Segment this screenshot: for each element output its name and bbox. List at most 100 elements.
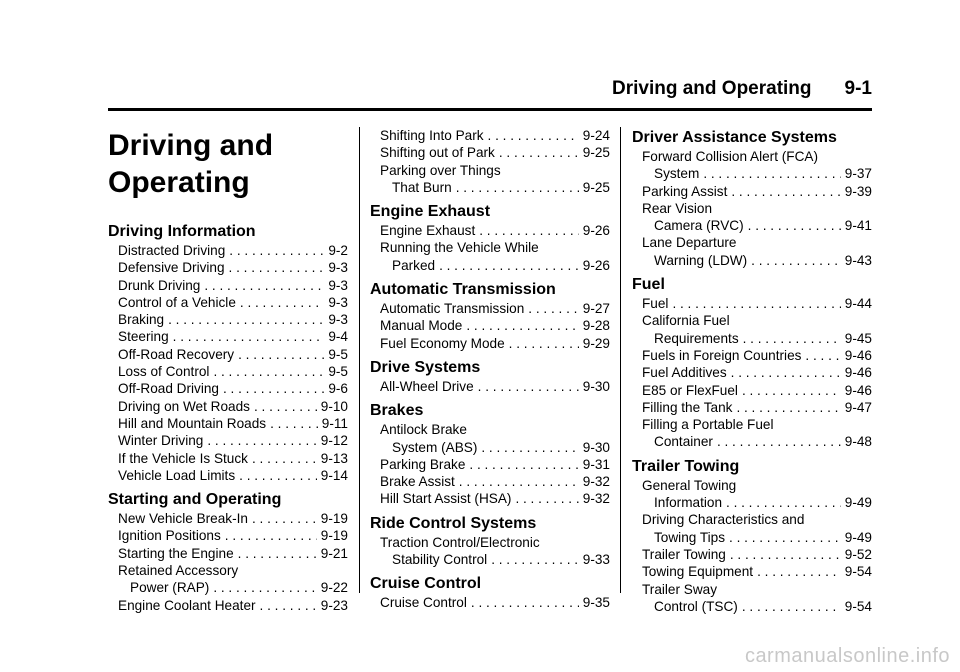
toc-page-number: 9-46 xyxy=(844,347,872,363)
dot-leader xyxy=(730,546,841,563)
toc-page-number: 9-52 xyxy=(844,546,872,562)
toc-entry[interactable]: Requirements9-45 xyxy=(632,330,872,347)
toc-entry[interactable]: Winter Driving9-12 xyxy=(108,432,348,449)
dot-leader xyxy=(240,294,324,311)
toc-entry[interactable]: Engine Coolant Heater9-23 xyxy=(108,597,348,614)
toc-entry-text: Distracted Driving xyxy=(118,243,226,258)
dot-leader xyxy=(726,494,841,511)
toc-page-number: 9-2 xyxy=(328,243,348,258)
section-heading-driving-information: Driving Information xyxy=(108,223,256,240)
toc-entry[interactable]: If the Vehicle Is Stuck9-13 xyxy=(108,450,348,467)
dot-leader xyxy=(488,127,579,144)
toc-entry[interactable]: Defensive Driving9-3 xyxy=(108,259,348,276)
toc-entry[interactable]: Hill Start Assist (HSA)9-32 xyxy=(370,490,610,507)
dot-leader xyxy=(717,433,841,450)
toc-entry[interactable]: Drunk Driving9-3 xyxy=(108,277,348,294)
toc-entry-text: Camera (RVC) xyxy=(654,218,744,234)
dot-leader xyxy=(439,257,579,274)
toc-entry[interactable]: Information9-49 xyxy=(632,494,872,511)
toc-entry[interactable]: Shifting out of Park9-25 xyxy=(370,144,610,161)
toc-entry-text: Engine Exhaust xyxy=(380,223,476,239)
toc-entry[interactable]: Parking Brake9-31 xyxy=(370,456,610,473)
toc-page-number: 9-19 xyxy=(320,511,348,527)
toc-entry[interactable]: Off-Road Recovery9-5 xyxy=(108,346,348,363)
toc-page-number: 9-26 xyxy=(582,223,610,239)
column-divider xyxy=(620,127,621,593)
toc-entry[interactable]: Camera (RVC)9-41 xyxy=(632,217,872,234)
dot-leader xyxy=(499,144,579,161)
toc-entry-text: California Fuel xyxy=(642,313,730,329)
toc-entry[interactable]: Filling the Tank9-47 xyxy=(632,399,872,416)
toc-entry[interactable]: Hill and Mountain Roads9-11 xyxy=(108,415,348,432)
dot-leader xyxy=(757,563,841,580)
toc-entry[interactable]: Driving on Wet Roads9-10 xyxy=(108,398,348,415)
toc-entry[interactable]: E85 or FlexFuel9-46 xyxy=(632,382,872,399)
toc-entry[interactable]: All-Wheel Drive9-30 xyxy=(370,378,610,395)
toc-entry[interactable]: Container9-48 xyxy=(632,433,872,450)
dot-leader xyxy=(748,217,841,234)
toc-page-number: 9-12 xyxy=(320,433,348,449)
toc-entry[interactable]: Ignition Positions9-19 xyxy=(108,527,348,544)
toc-entry-text: That Burn xyxy=(392,179,452,195)
toc-entry[interactable]: Fuel9-44 xyxy=(632,295,872,312)
toc-entry[interactable]: Parking Assist9-39 xyxy=(632,183,872,200)
toc-entry[interactable]: Stability Control9-33 xyxy=(370,551,610,568)
toc-page-number: 9-33 xyxy=(582,552,610,568)
section-heading-brakes: Brakes xyxy=(370,402,424,420)
toc-entry[interactable]: Trailer Towing 9-52 xyxy=(632,546,872,563)
toc-entry[interactable]: Vehicle Load Limits9-14 xyxy=(108,467,348,484)
toc-entry[interactable]: Off-Road Driving9-6 xyxy=(108,380,348,397)
toc-entry[interactable]: Automatic Transmission9-27 xyxy=(370,300,610,317)
toc-entry[interactable]: Towing Equipment9-54 xyxy=(632,563,872,580)
toc-entry[interactable]: Manual Mode9-28 xyxy=(370,317,610,334)
toc-entry[interactable]: System (ABS) 9-30 xyxy=(370,439,610,456)
toc-entry-text: Trailer Towing xyxy=(642,546,726,562)
toc-entry[interactable]: New Vehicle Break-In9-19 xyxy=(108,510,348,527)
toc-page-number: 9-28 xyxy=(582,318,610,334)
toc-entry[interactable]: Control of a Vehicle9-3 xyxy=(108,294,348,311)
toc-entry-text: Shifting Into Park xyxy=(380,128,484,143)
toc-entry[interactable]: That Burn9-25 xyxy=(370,179,610,196)
toc-entry[interactable]: System9-37 xyxy=(632,165,872,182)
toc-entry[interactable]: Distracted Driving 9-2 xyxy=(108,242,348,259)
toc-entry[interactable]: Cruise Control9-35 xyxy=(370,594,610,611)
toc-page-number: 9-48 xyxy=(844,434,872,450)
toc-entry-text: Filling the Tank xyxy=(642,399,733,415)
dot-leader xyxy=(742,598,841,615)
toc-entry-text: System (ABS) xyxy=(392,439,478,455)
toc-entry[interactable]: Power (RAP)9-22 xyxy=(108,579,348,596)
section-heading-driver-assistance-systems: Driver Assistance Systems xyxy=(632,129,837,146)
dot-leader xyxy=(672,295,840,312)
toc-page-number: 9-35 xyxy=(582,595,610,611)
toc-entry[interactable]: Parked9-26 xyxy=(370,257,610,274)
toc-page-number: 9-26 xyxy=(582,257,610,273)
column-divider xyxy=(359,127,360,593)
toc-entry[interactable]: Steering9-4 xyxy=(108,328,348,345)
toc-entry[interactable]: Braking9-3 xyxy=(108,311,348,328)
toc-page-number: 9-32 xyxy=(582,474,610,490)
toc-page-number: 9-46 xyxy=(844,365,872,381)
toc-entry[interactable]: Shifting Into Park9-24 xyxy=(370,127,610,144)
toc-entry-text: Retained Accessory xyxy=(118,563,239,579)
toc-entry[interactable]: Control (TSC)9-54 xyxy=(632,598,872,615)
section-heading-drive-systems: Drive Systems xyxy=(370,358,481,376)
toc-entry-text: Driving on Wet Roads xyxy=(118,398,250,414)
toc-entry[interactable]: Towing Tips9-49 xyxy=(632,529,872,546)
toc-entry[interactable]: Fuel Additives9-46 xyxy=(632,364,872,381)
toc-entry[interactable]: Starting the Engine9-21 xyxy=(108,545,348,562)
toc-entry[interactable]: Brake Assist9-32 xyxy=(370,473,610,490)
toc-entry[interactable]: Loss of Control9-5 xyxy=(108,363,348,380)
toc-entry[interactable]: Fuel Economy Mode9-29 xyxy=(370,335,610,352)
toc-entry-text: Starting the Engine xyxy=(118,545,234,561)
toc-entry[interactable]: Engine Exhaust 9-26 xyxy=(370,222,610,239)
dot-leader xyxy=(479,222,579,239)
dot-leader xyxy=(515,490,578,507)
toc-entry[interactable]: Fuels in Foreign Countries9-46 xyxy=(632,347,872,364)
toc-page-number: 9-30 xyxy=(582,439,610,455)
toc-entry-text: Parking over Things xyxy=(380,162,501,178)
toc-entry-text: Information xyxy=(654,495,723,511)
toc-entry[interactable]: Warning (LDW)9-43 xyxy=(632,252,872,269)
toc-page-number: 9-45 xyxy=(844,330,872,346)
toc-entry-text: Engine Coolant Heater xyxy=(118,597,256,613)
dot-leader xyxy=(805,347,840,364)
